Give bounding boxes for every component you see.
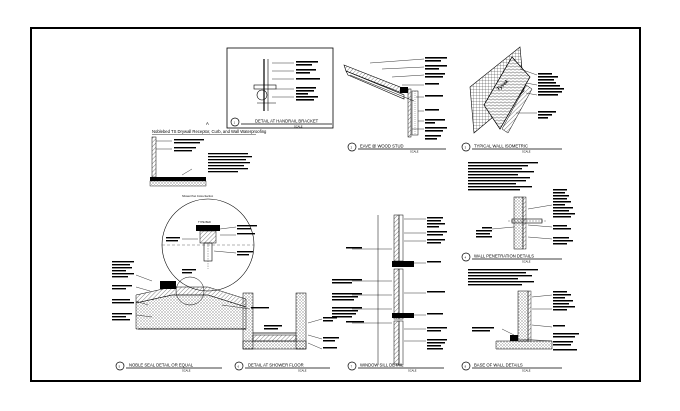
detail-number: 6 <box>238 365 240 369</box>
drain-label: TYPE BED <box>198 220 211 224</box>
scale-label: SCALE <box>294 125 303 129</box>
base-notes <box>468 269 538 286</box>
detail-title: BASE OF WALL DETAILS <box>474 363 523 368</box>
detail-title: TYPICAL WALL ISOMETRIC <box>474 144 528 149</box>
detail-number: 2 <box>351 146 353 150</box>
detail-base-of-wall: 8 BASE OF WALL DETAILS SCALE <box>461 269 579 373</box>
detail-title: DETAIL AT HANDRAIL BRACKET <box>255 119 319 124</box>
detail-number: 3 <box>465 146 467 150</box>
detail-title: DETAIL AT SHOWER FLOOR <box>248 363 304 368</box>
shower-heading: Noblebed TS Drywall Receptor, Curb, and … <box>152 129 267 134</box>
shower-pan-label: Shower Pan Cross-Section <box>182 194 214 198</box>
drawing-sheet: 1 DETAIL AT HANDRAIL BRACKET SCALE A <box>30 27 641 382</box>
scale-label: SCALE <box>298 369 307 373</box>
detail-number: 7 <box>351 365 353 369</box>
eave-callout-text <box>425 57 447 140</box>
detail-title: WALL PENETRATION DETAILS <box>474 254 534 259</box>
detail-shower-floor: 6 DETAIL AT SHOWER FLOOR SCALE <box>234 292 339 373</box>
detail-handrail-bracket: 1 DETAIL AT HANDRAIL BRACKET SCALE A <box>206 47 334 129</box>
detail-title: EAVE @ WOOD STUD <box>360 144 404 149</box>
scale-label: SCALE <box>408 369 417 373</box>
scale-label: SCALE <box>410 150 419 154</box>
shower-floor-callout-text <box>264 317 339 349</box>
scale-label: SCALE <box>182 369 191 373</box>
detail-drawings: 1 DETAIL AT HANDRAIL BRACKET SCALE A <box>112 46 579 373</box>
section-letter: A <box>206 121 209 126</box>
noble-text-top <box>174 139 252 173</box>
scale-label: SCALE <box>522 369 531 373</box>
penetration-callout-text <box>476 189 575 245</box>
noble-text-mid <box>166 225 257 256</box>
detail-number: 4 <box>465 256 467 260</box>
detail-window-sill: 7 WINDOW SILL DETAIL SCALE <box>332 214 447 373</box>
handrail-callout-text <box>296 61 320 101</box>
detail-number: 1 <box>234 121 236 125</box>
detail-number: 8 <box>465 365 467 369</box>
sill-callout-text <box>332 217 447 350</box>
detail-number: 5 <box>119 365 121 369</box>
detail-title: NOBLE SEAL DETAIL OR EQUAL <box>129 363 194 368</box>
detail-wall-isometric: Tyvek 3 TYPICAL WALL ISOMETRIC SCALE <box>461 46 564 154</box>
detail-eave-wood-stud: 2 EAVE @ WOOD STUD SCALE <box>343 57 447 154</box>
base-callout-text <box>472 291 579 351</box>
penetration-notes <box>468 162 538 191</box>
scale-label: SCALE <box>522 260 531 264</box>
detail-title: WINDOW SILL DETAIL <box>360 363 404 368</box>
scale-label: SCALE <box>522 150 531 154</box>
noble-text-bottom <box>112 261 269 321</box>
detail-noble-seal: Noblebed TS Drywall Receptor, Curb, and … <box>112 129 269 373</box>
isometric-callout-text <box>538 73 564 119</box>
detail-wall-penetration: 4 WALL PENETRATION DETAILS SCALE <box>461 162 575 264</box>
